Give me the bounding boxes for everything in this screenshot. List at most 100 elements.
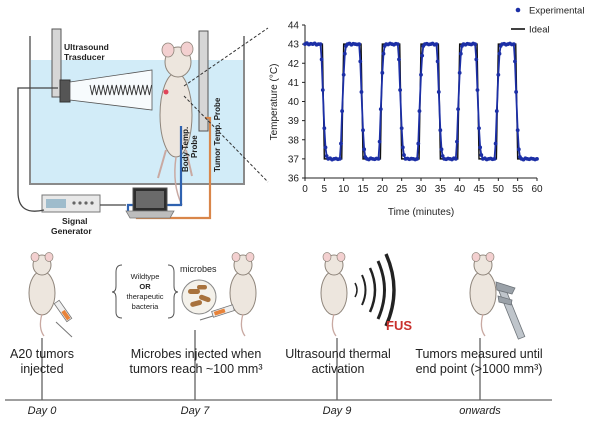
experimental-point [479,153,484,157]
experimental-point [417,109,422,113]
mouse-icon [157,41,194,206]
mouse-icon-day9 [320,252,348,337]
x-tick-label: 15 [357,184,369,195]
probe-mount [198,30,209,132]
bacteria-brace [111,264,123,319]
experimental-point [398,88,403,92]
experimental-point [458,51,463,56]
x-tick-label: 55 [512,184,524,195]
experimental-point [342,51,347,56]
experimental-point [397,57,401,62]
laptop-icon [125,187,175,219]
y-tick-label: 42 [288,59,300,70]
y-tick-label: 36 [288,174,300,185]
fus-label: FUS [386,318,412,333]
experimental-point [440,154,445,158]
x-tick-label: 30 [415,184,427,195]
bacteria-brace-right [167,264,179,319]
x-tick-label: 50 [493,184,505,195]
day-label-9: Day 9 [322,405,352,417]
step-label-onwards: Tumors measured until end point (>1000 m… [415,347,543,376]
experimental-point [399,126,404,131]
x-tick-label: 10 [338,184,350,195]
experimental-point [341,72,346,77]
ultrasound-wave-icon [89,84,153,96]
chart-ylabel: Temperature (°C) [269,64,280,141]
step-label-day0: A20 tumors injected [10,347,74,376]
experimental-point [361,128,365,133]
syringe-icon-day7 [199,304,235,321]
day-label-onwards: onwards [459,405,501,417]
legend-marker-experimental [515,7,521,13]
step-label-day9: Ultrasound thermal activation [285,347,391,376]
experimental-point [320,88,325,92]
experimental-point [395,42,400,47]
experimental-point [362,147,367,152]
experimental-point [318,42,323,47]
bacteria-box-line2: OR [139,282,151,291]
chart-legend: Experimental Ideal [511,6,584,36]
caliper-icon [495,281,526,340]
mouse-icon-day0 [28,252,56,337]
experimental-point [358,59,363,64]
experimental-point [400,145,405,150]
body-probe-label-2: Probe [190,135,199,158]
tumor-probe-label: Tumor Temp. Probe [213,97,222,172]
generator-label-1: Signal [62,216,88,226]
legend-label-experimental: Experimental [529,6,584,17]
experimental-point [438,128,443,133]
experimental-point [340,109,345,113]
experimental-point [474,57,479,62]
bacteria-box-line3: therapeutic [126,292,163,301]
zoom-line-top [183,27,269,87]
x-tick-label: 5 [322,184,328,195]
experimental-point [420,53,425,58]
experimental-point [323,145,328,150]
y-tick-label: 44 [288,21,300,32]
generator-cable [17,87,58,212]
y-tick-label: 38 [288,135,300,146]
experimental-point [535,156,539,161]
legend-label-ideal: Ideal [529,25,550,36]
experimental-point [492,156,497,161]
experimental-point [324,154,329,158]
experimental-point [477,126,481,131]
experimental-point [419,72,423,77]
y-tick-label: 40 [288,97,300,108]
experimental-point [455,139,459,144]
x-tick-label: 45 [473,184,485,195]
experimental-point [376,156,381,161]
experimental-point [473,42,478,47]
x-tick-label: 20 [377,184,389,195]
experimental-point [515,128,520,133]
mouse-icon-day7 [229,252,257,337]
zoom-line-bottom [183,95,269,183]
experimental-point [493,141,498,146]
transducer-icon [59,79,71,103]
y-tick-label: 41 [288,78,300,89]
bacteria-box-line4: bacteria [132,302,160,311]
experimental-point [453,156,458,161]
microbes-circle-icon [181,279,217,315]
x-tick-label: 35 [435,184,447,195]
experimental-point [494,109,499,113]
x-tick-label: 25 [396,184,408,195]
experimental-point [513,59,517,64]
experimental-point [457,70,462,75]
experimental-point [435,59,440,64]
experimental-point [380,70,385,75]
chart-xlabel: Time (minutes) [388,207,454,218]
experimental-point [434,42,439,47]
experimental-point [456,107,461,112]
day-label-7: Day 7 [180,405,210,417]
transducer-label-1: Ultrasound [64,42,109,52]
experimental-point [322,126,327,131]
timeline-illustrations: Wildtype OR therapeutic bacteria microbe… [5,252,552,401]
experimental-series [303,41,539,162]
y-tick-label: 43 [288,40,300,51]
setup-diagram: Ultrasound Trasducer Body Temp. Probe Tu… [17,27,269,236]
experimental-point [357,42,362,47]
tumor-dot [163,89,169,95]
experimental-point [416,141,421,146]
